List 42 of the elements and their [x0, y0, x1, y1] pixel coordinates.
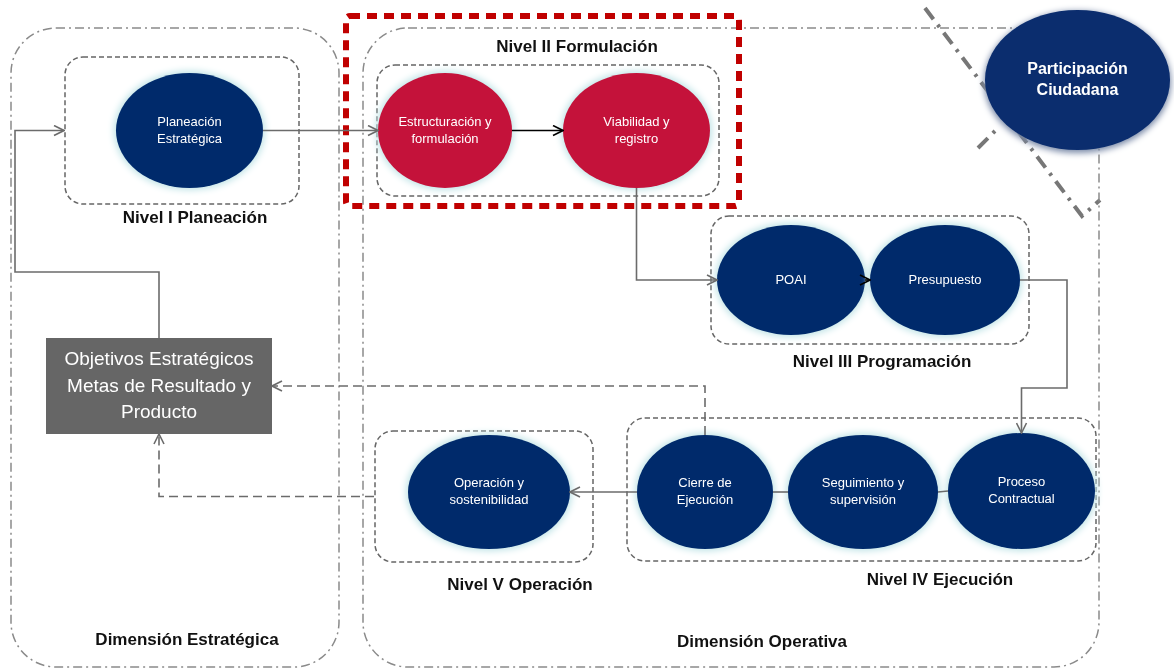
group-heading: Nivel IV Ejecución [866, 570, 1014, 590]
process-ellipse [378, 73, 512, 188]
process-ellipse [116, 73, 263, 188]
connector-line [772, 491, 789, 493]
objectives-box [46, 338, 272, 434]
ellipse-label: Viabilidad y registro [602, 113, 671, 148]
ellipse-label: Presupuesto [907, 271, 983, 289]
group-heading: Nivel III Programación [792, 352, 972, 372]
process-ellipse [637, 435, 773, 549]
arrow [153, 433, 375, 498]
connector-line [937, 490, 949, 493]
ellipse-label: Operación y sostenibilidad [448, 475, 530, 509]
process-ellipse [563, 73, 710, 188]
arrow [262, 124, 379, 137]
group-heading: Nivel II Formulación [496, 37, 658, 57]
ellipse-label: Cierre de Ejecución [675, 475, 735, 509]
group-heading: Nivel V Operación [447, 575, 593, 595]
ellipse-label: Seguimiento y supervisión [820, 475, 906, 509]
ellipse-label: Participación Ciudadana [1026, 59, 1129, 100]
arrow [569, 486, 638, 498]
group-heading: Nivel I Planeación [122, 208, 268, 228]
group-heading: Dimensión Estratégica [95, 630, 279, 650]
dimension-panel [10, 27, 340, 668]
process-ellipse [408, 435, 570, 549]
process-ellipse [717, 225, 865, 335]
ellipse-label: Planeación Estratégica [155, 113, 223, 148]
arrow [14, 124, 160, 339]
process-ellipse [788, 435, 938, 549]
arrow [635, 187, 718, 286]
arrow [511, 124, 564, 137]
ellipse-label: Estructuración y formulación [397, 113, 493, 148]
arrow [1015, 279, 1068, 434]
ellipse-label: POAI [774, 271, 808, 289]
process-ellipse [948, 433, 1095, 549]
group-heading: Dimensión Operativa [676, 632, 848, 652]
arrow [859, 274, 871, 286]
ellipse-label: Proceso Contractual [987, 474, 1056, 508]
highlight-frame [345, 15, 740, 207]
dashed-group-box [376, 64, 720, 197]
arrow [271, 380, 706, 436]
objectives-text: Objetivos Estratégicos Metas de Resultado y Producto [63, 347, 255, 425]
process-ellipse [870, 225, 1020, 335]
